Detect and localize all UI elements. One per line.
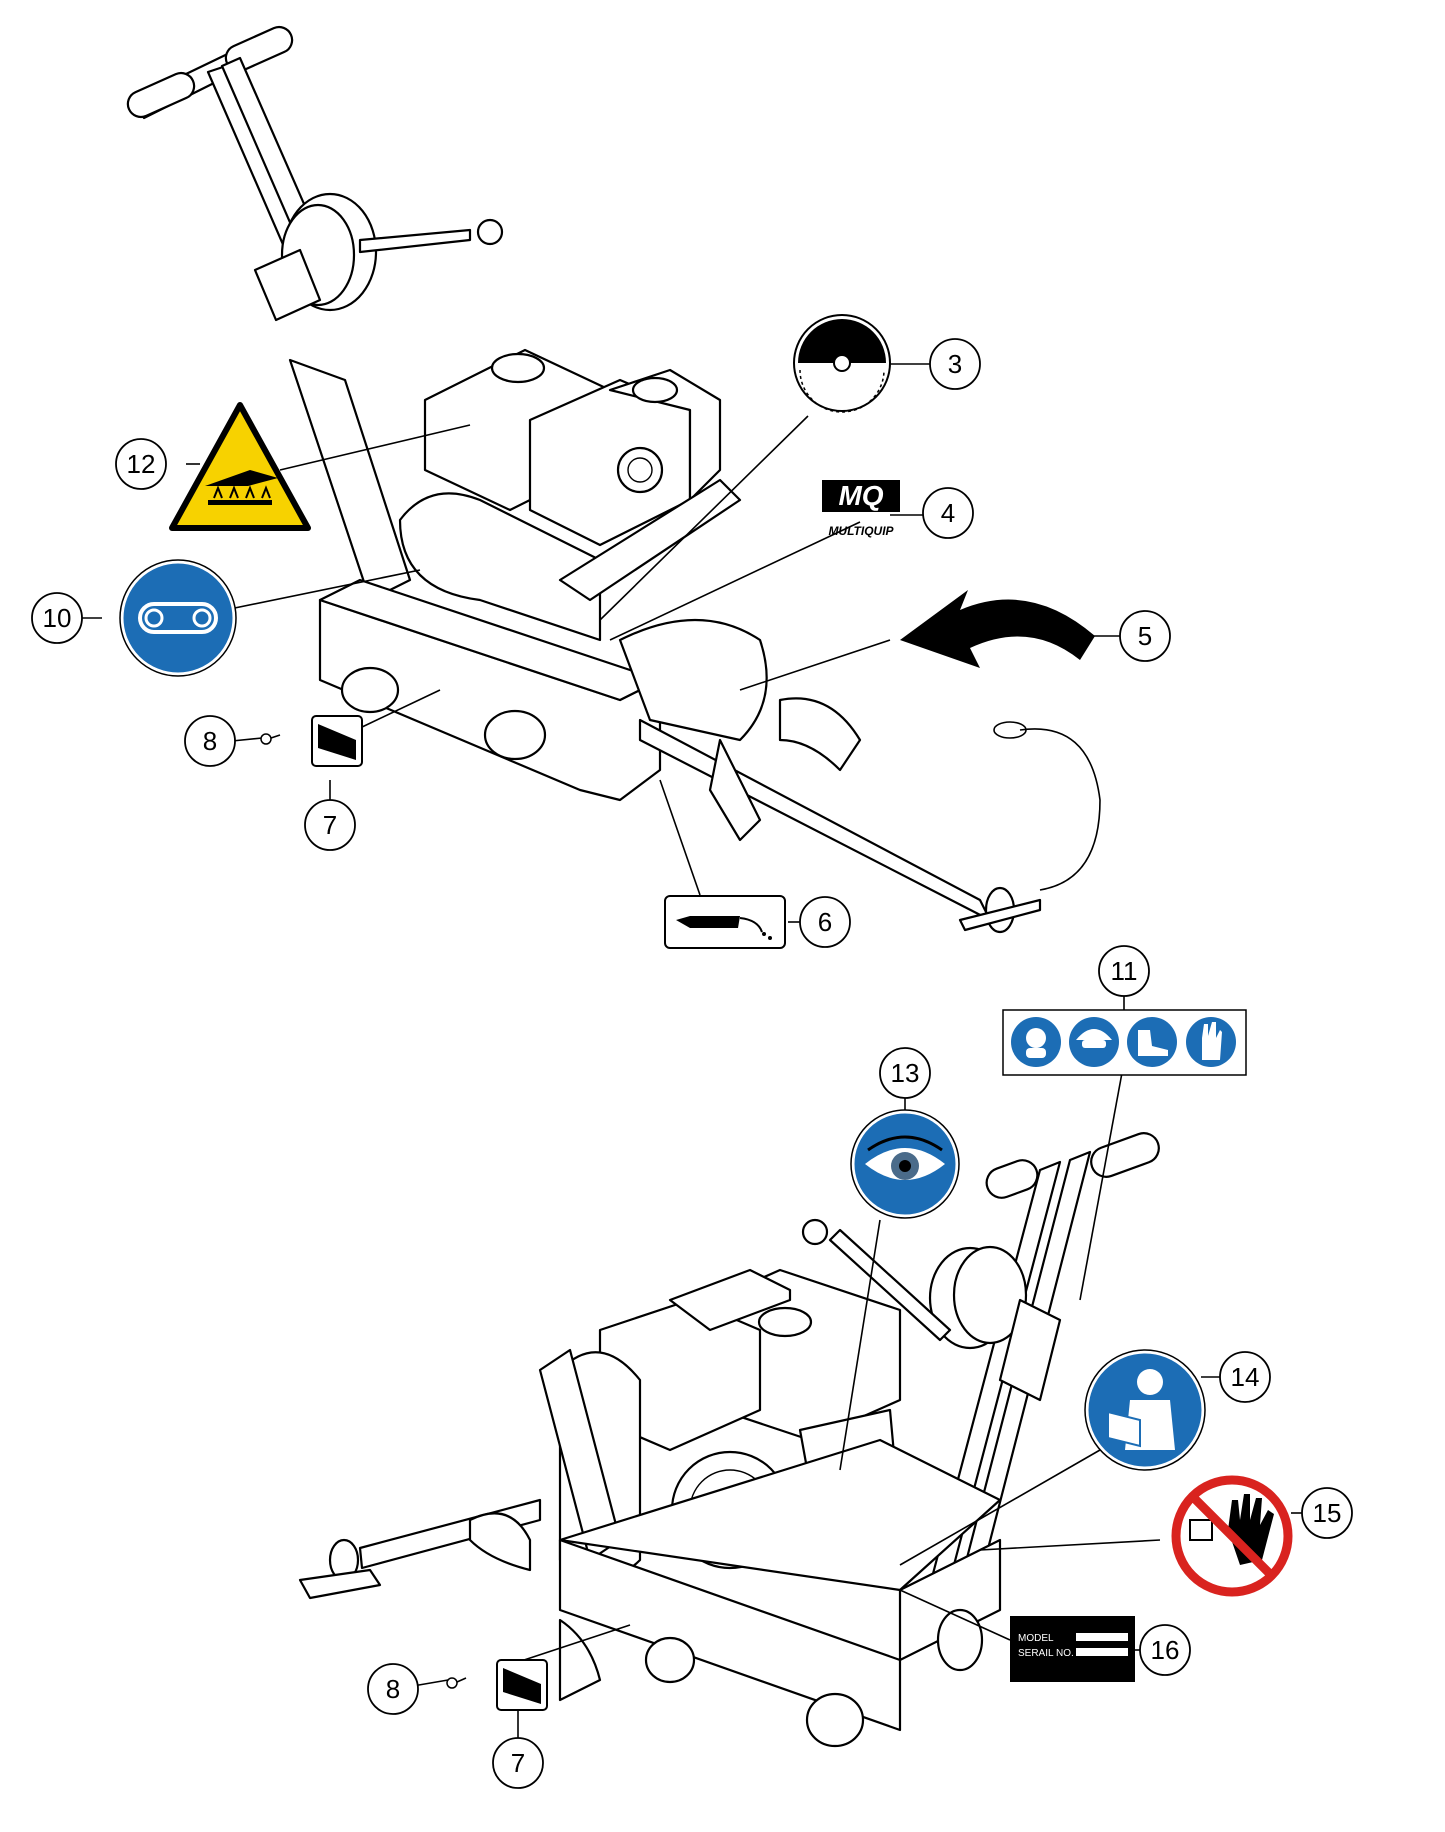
leader-lines (82, 363, 1302, 1738)
saw-machine-rear-view (298, 1132, 1160, 1748)
mq-badge-plate-bottom (496, 1659, 548, 1711)
callout-7-top: 7 (304, 799, 356, 851)
svg-text:3: 3 (948, 349, 962, 379)
svg-text:7: 7 (511, 1748, 525, 1778)
svg-text:14: 14 (1231, 1362, 1260, 1392)
svg-text:13: 13 (891, 1058, 920, 1088)
callout-12: 12 (115, 438, 167, 490)
svg-text:10: 10 (43, 603, 72, 633)
belt-drive-icon (119, 559, 237, 677)
serial-plate-serial-label: SERAIL NO. (1018, 1648, 1074, 1659)
screw-icon-top (260, 733, 281, 745)
read-manual-icon (1084, 1349, 1206, 1471)
saw-machine-top-view (126, 25, 1101, 934)
ppe-mandatory-icons (1002, 1009, 1247, 1076)
callout-8-bottom: 8 (367, 1663, 419, 1715)
svg-text:8: 8 (386, 1674, 400, 1704)
callout-4: 4 (922, 487, 974, 539)
callout-10: 10 (31, 592, 83, 644)
callout-8-top: 8 (184, 715, 236, 767)
svg-text:8: 8 (203, 726, 217, 756)
svg-text:16: 16 (1151, 1635, 1180, 1665)
callout-16: 16 (1139, 1624, 1191, 1676)
water-line-icon (664, 895, 786, 949)
eye-icon (850, 1109, 960, 1219)
rotation-arrow-icon (900, 590, 1095, 668)
hot-surface-warning-icon (169, 402, 311, 531)
serial-number-plate: MODEL SERAIL NO. (1010, 1616, 1135, 1682)
callout-13: 13 (879, 1047, 931, 1099)
multiquip-logo-mark: MQ (838, 480, 883, 511)
serial-plate-model-label: MODEL (1018, 1633, 1054, 1644)
saw-blade-decal-icon (793, 314, 891, 413)
svg-text:11: 11 (1111, 956, 1138, 986)
callout-5: 5 (1119, 610, 1171, 662)
svg-text:7: 7 (323, 810, 337, 840)
svg-text:5: 5 (1138, 621, 1152, 651)
callout-6: 6 (799, 896, 851, 948)
svg-text:12: 12 (127, 449, 156, 479)
svg-text:6: 6 (818, 907, 832, 937)
callout-7-bottom: 7 (492, 1737, 544, 1789)
multiquip-logo: MQ MULTIQUIP (822, 480, 900, 538)
callout-15: 15 (1301, 1487, 1353, 1539)
svg-text:4: 4 (941, 498, 955, 528)
callout-14: 14 (1219, 1351, 1271, 1403)
multiquip-brand-text: MULTIQUIP (828, 524, 894, 538)
callout-11: 11 (1098, 945, 1150, 997)
svg-text:15: 15 (1313, 1498, 1342, 1528)
screw-icon-bottom (446, 1677, 467, 1689)
no-touch-hand-icon (1171, 1475, 1293, 1597)
mq-badge-plate-top (311, 715, 363, 767)
callout-3: 3 (929, 338, 981, 390)
